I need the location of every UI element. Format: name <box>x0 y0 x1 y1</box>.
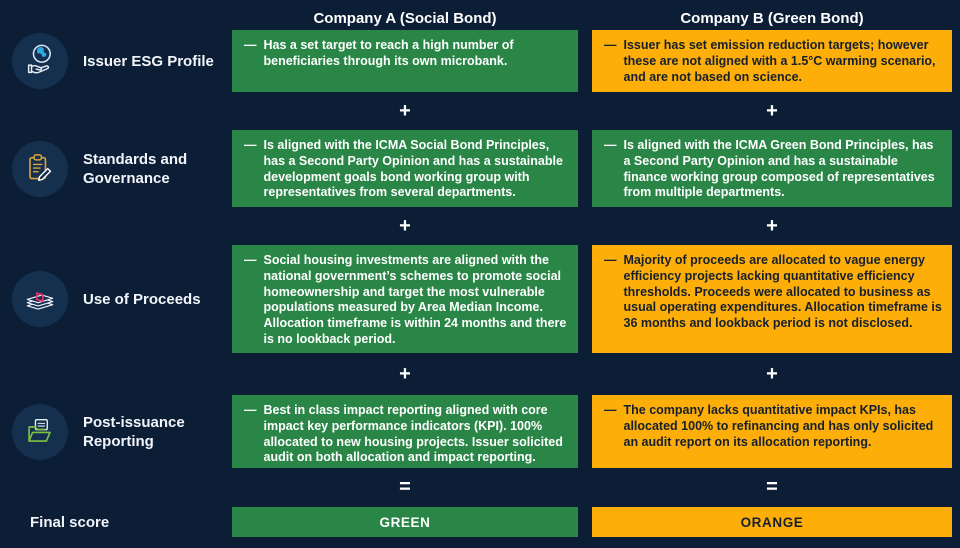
company-a-standards-box: — Is aligned with the ICMA Social Bond P… <box>232 130 578 207</box>
category-label: Standards and Governance <box>83 150 188 187</box>
company-b-issuer-esg-box: — Issuer has set emission reduction targ… <box>592 30 952 92</box>
equals-icon: = <box>766 476 778 498</box>
plus-icon: + <box>399 362 411 385</box>
open-folder-document-icon <box>12 403 68 460</box>
company-b-standards-box: — Is aligned with the ICMA Green Bond Pr… <box>592 130 952 207</box>
plus-icon: + <box>766 362 778 385</box>
box-text: Is aligned with the ICMA Social Bond Pri… <box>263 138 563 200</box>
plus-icon: + <box>766 214 778 237</box>
bullet-dash: — <box>604 403 617 417</box>
bullet-dash: — <box>604 253 617 267</box>
category-issuer-esg-profile: Issuer ESG Profile <box>0 30 218 92</box>
company-a-proceeds-box: — Social housing investments are aligned… <box>232 245 578 353</box>
box-text: Majority of proceeds are allocated to va… <box>623 253 942 331</box>
banknotes-icon <box>12 271 68 327</box>
company-b-final-score-badge: ORANGE <box>592 507 952 537</box>
company-b-reporting-box: — The company lacks quantitative impact … <box>592 395 952 468</box>
globe-in-hand-icon <box>12 33 68 89</box>
category-use-of-proceeds: Use of Proceeds <box>0 245 218 353</box>
plus-icon: + <box>399 214 411 237</box>
final-score-label: Final score <box>30 513 110 531</box>
company-a-issuer-esg-box: — Has a set target to reach a high numbe… <box>232 30 578 92</box>
box-text: Issuer has set emission reduction target… <box>623 38 936 84</box>
box-text: The company lacks quantitative impact KP… <box>623 403 934 449</box>
equals-icon: = <box>399 476 411 498</box>
category-standards-governance: Standards and Governance <box>0 130 218 207</box>
category-post-issuance-reporting: Post-issuance Reporting <box>0 395 218 468</box>
box-text: Best in class impact reporting aligned w… <box>263 403 563 465</box>
plus-icon: + <box>766 99 778 122</box>
bullet-dash: — <box>604 138 617 152</box>
column-header-company-b: Company B (Green Bond) <box>680 9 864 27</box>
bullet-dash: — <box>604 38 617 52</box>
box-text: Is aligned with the ICMA Green Bond Prin… <box>623 138 935 200</box>
box-text: Social housing investments are aligned w… <box>263 253 567 346</box>
column-header-company-a: Company A (Social Bond) <box>313 9 497 27</box>
bullet-dash: — <box>244 138 257 152</box>
bullet-dash: — <box>244 403 257 417</box>
category-label: Issuer ESG Profile <box>83 52 214 70</box>
company-a-final-score-badge: GREEN <box>232 507 578 537</box>
category-label: Post-issuance Reporting <box>83 413 185 450</box>
company-b-proceeds-box: — Majority of proceeds are allocated to … <box>592 245 952 353</box>
bullet-dash: — <box>244 38 257 52</box>
bullet-dash: — <box>244 253 257 267</box>
company-a-reporting-box: — Best in class impact reporting aligned… <box>232 395 578 468</box>
clipboard-pencil-icon <box>12 140 68 197</box>
box-text: Has a set target to reach a high number … <box>263 38 514 68</box>
category-label: Use of Proceeds <box>83 290 201 308</box>
plus-icon: + <box>399 99 411 122</box>
